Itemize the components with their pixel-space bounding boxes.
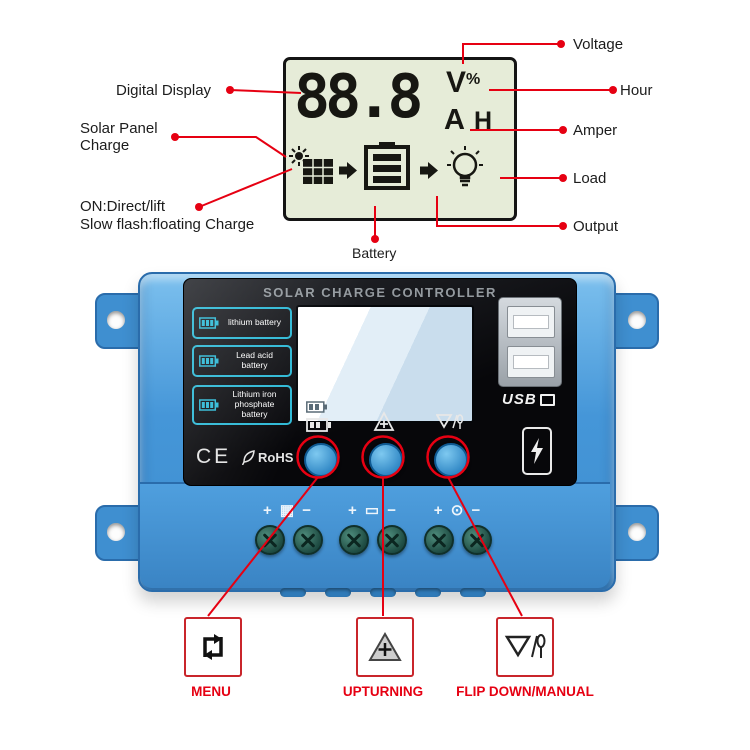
screw-hole: [628, 311, 646, 329]
callout-dot: [559, 126, 567, 134]
bulb-icon: [447, 146, 483, 187]
callout-dot: [226, 86, 234, 94]
callout-label-battery: Battery: [352, 245, 397, 261]
device-title: SOLAR CHARGE CONTROLLER: [263, 285, 497, 300]
controller-front-panel: SOLAR CHARGE CONTROLLER lithium battery …: [183, 278, 577, 486]
rohs-mark: RoHS: [242, 449, 293, 465]
battery-type-lifepo: Lithium iron phosphate battery: [192, 385, 292, 425]
flip-down-icon-box: [496, 617, 554, 677]
callout-label-load: Load: [573, 170, 607, 187]
upturning-button[interactable]: [369, 443, 403, 477]
terminal-label-load: + ⊙ −: [433, 502, 483, 519]
battery-type-lead-acid: Lead acid battery: [192, 345, 292, 377]
callout-dot: [559, 174, 567, 182]
load-arrow-icon: [420, 162, 438, 179]
battery-icon: [364, 142, 410, 190]
callout-dot: [195, 203, 203, 211]
ce-mark: CE: [196, 445, 232, 468]
button-icon-battery: [306, 418, 331, 432]
solar-panel-icon: [303, 159, 333, 184]
usb-label-text: USB: [502, 391, 537, 408]
terminal-screw: [462, 525, 492, 555]
callout-label-digital-display: Digital Display: [116, 82, 212, 99]
loop-arrows-icon: [203, 634, 223, 660]
usb-port-bottom: [507, 346, 555, 378]
battery-type-label: lithium battery: [228, 317, 281, 328]
vent-slot: [460, 588, 486, 597]
terminal-screw: [377, 525, 407, 555]
unit-voltage: V: [446, 66, 467, 99]
upturning-label: UPTURNING: [342, 684, 424, 699]
usb-ports: [498, 297, 562, 387]
terminal-screw: [255, 525, 285, 555]
battery-type-icon: [199, 355, 219, 367]
upturning-icon-box: [356, 617, 414, 677]
charge-indicator-line: [198, 168, 293, 208]
usb-port-top: [507, 306, 555, 338]
usb-tongue: [513, 315, 549, 329]
callout-label-solar-panel-charge: Solar Panel Charge: [80, 120, 158, 154]
battery-type-label: Lithium iron phosphate battery: [232, 389, 277, 419]
vent-slot: [280, 588, 306, 597]
callout-label-hour: Hour: [620, 82, 653, 99]
usb-label: USB: [502, 391, 555, 408]
battery-type-icon: [199, 317, 219, 329]
menu-label: MENU: [191, 684, 231, 699]
button-icon-plus-triangle: [373, 411, 395, 431]
callout-label-slow-flash: Slow flash:floating Charge: [80, 216, 255, 233]
controller-terminal-section: [140, 482, 610, 588]
usb-tongue: [513, 355, 549, 369]
menu-icon-box: [184, 617, 242, 677]
lcd-digits: 88.8: [294, 62, 423, 132]
unit-hour: H: [473, 107, 493, 135]
lightning-icon: [531, 438, 543, 464]
vent-slot: [415, 588, 441, 597]
flip-down-button[interactable]: [434, 443, 468, 477]
unit-amper: A: [444, 104, 465, 136]
terminal-label-battery: + ▭ −: [347, 502, 399, 519]
callout-label-voltage: Voltage: [573, 36, 624, 53]
callout-dot: [557, 40, 565, 48]
callout-dot: [371, 235, 379, 243]
callout-label-amper: Amper: [573, 122, 618, 139]
vent-slot: [370, 588, 396, 597]
phone-charge-icon: [522, 427, 552, 475]
sun-icon: [289, 146, 309, 166]
rohs-label: RoHS: [258, 449, 294, 465]
menu-button[interactable]: [304, 443, 338, 477]
callout-label-on-direct-lift: ON:Direct/lift: [80, 198, 166, 215]
callout-dot: [559, 222, 567, 230]
triangle-plus-icon: [368, 631, 402, 661]
terminal-screw: [293, 525, 323, 555]
triangle-lamp-icon: [504, 634, 546, 658]
battery-type-icon: [199, 399, 219, 411]
terminal-screw: [339, 525, 369, 555]
device-lcd-screen: [296, 305, 474, 423]
terminal-label-solar: + ▦ −: [262, 502, 314, 519]
charge-arrow-icon: [339, 162, 357, 179]
flip-down-manual-label: FLIP DOWN/MANUAL: [456, 684, 594, 699]
button-icon-lamp-triangle: [436, 414, 464, 429]
terminal-screw: [424, 525, 454, 555]
usb-logo-mark: [539, 393, 555, 406]
screw-hole: [628, 523, 646, 541]
battery-type-label: Lead acid battery: [236, 350, 273, 370]
screen-battery-icon: [306, 401, 327, 413]
battery-type-lithium: lithium battery: [192, 307, 292, 339]
solar-panel-charge-line: [175, 136, 287, 158]
callout-dot: [609, 86, 617, 94]
screw-hole: [107, 523, 125, 541]
unit-percent: %: [466, 71, 481, 88]
screw-hole: [107, 311, 125, 329]
callout-label-output: Output: [573, 218, 619, 235]
leaf-icon: [242, 450, 255, 465]
voltage-percent-unit: V%: [446, 66, 480, 100]
vent-slot: [325, 588, 351, 597]
